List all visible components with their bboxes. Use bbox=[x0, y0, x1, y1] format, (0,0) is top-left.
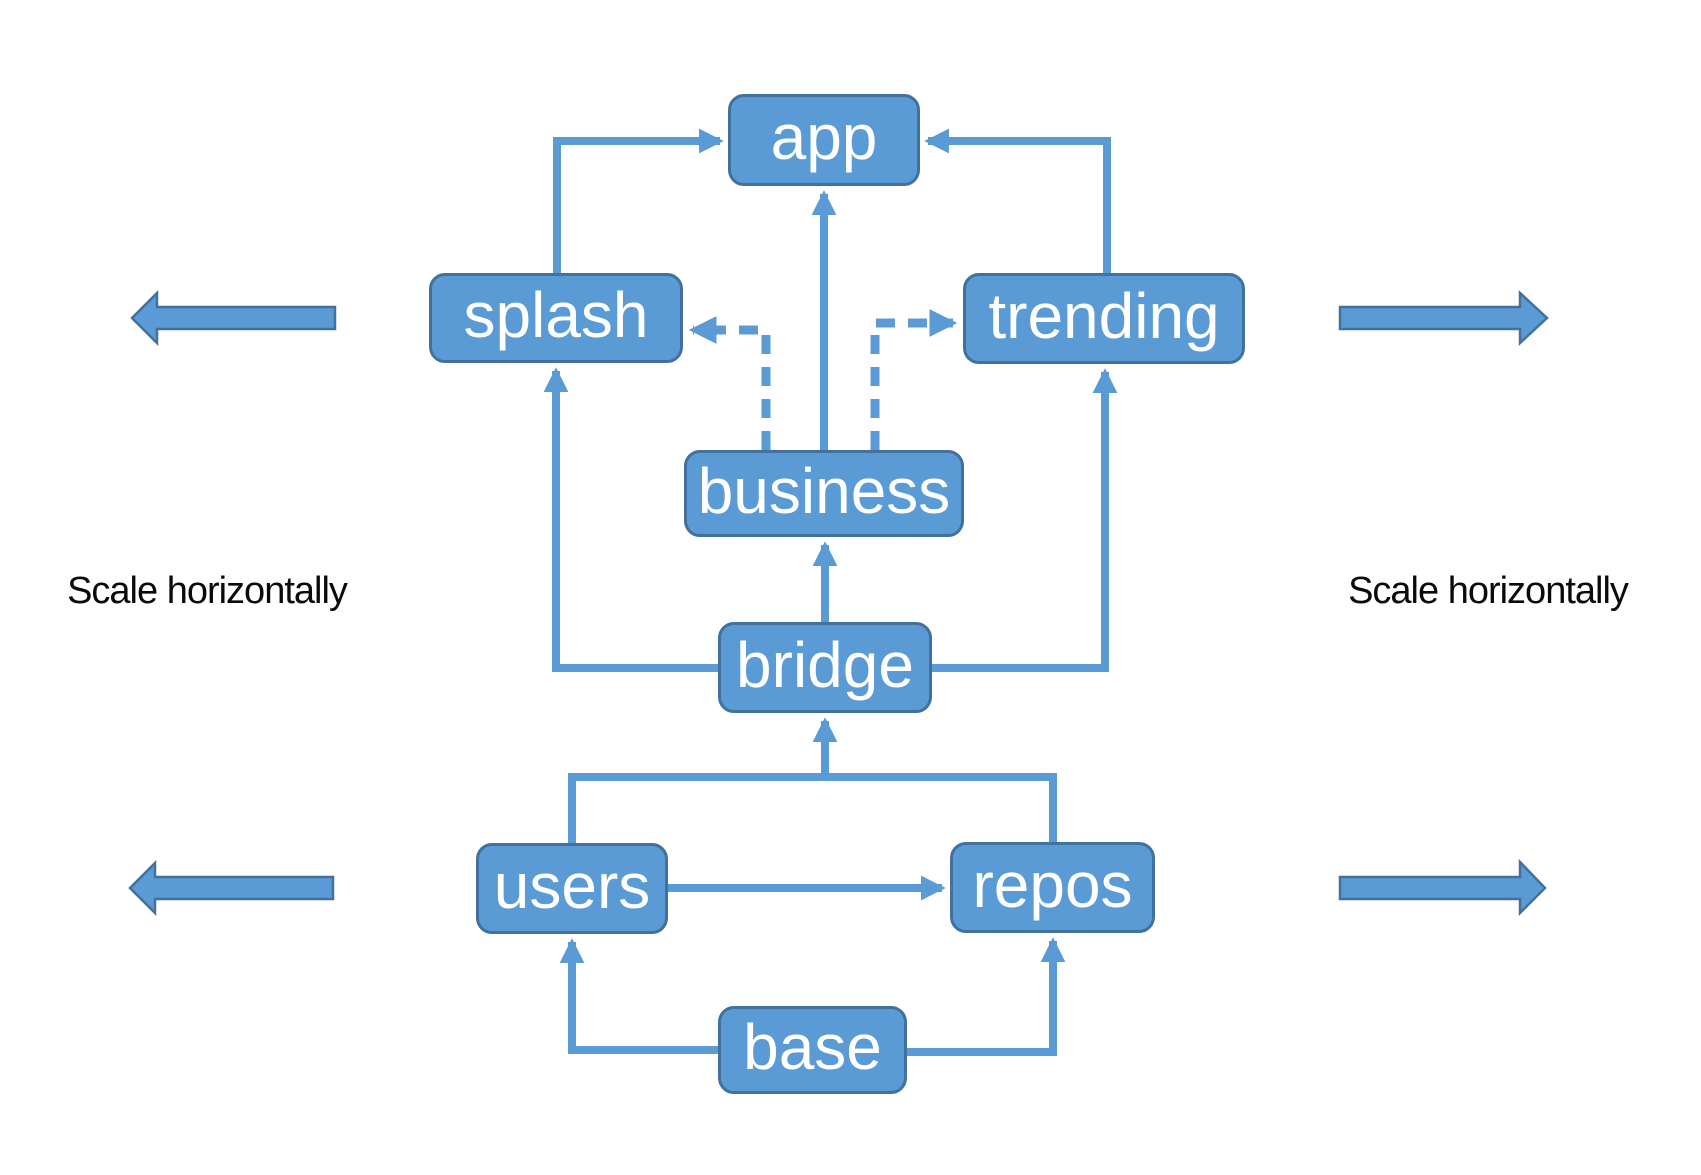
node-base: base bbox=[718, 1006, 907, 1094]
node-users: users bbox=[476, 843, 668, 934]
edge-trending-to-app bbox=[924, 128, 1111, 273]
node-base-label: base bbox=[743, 1011, 882, 1083]
edge-users-repos-trunk bbox=[568, 773, 1057, 843]
edge-splash-to-app bbox=[553, 128, 724, 273]
node-repos: repos bbox=[950, 842, 1155, 933]
node-bridge-label: bridge bbox=[736, 628, 914, 701]
scale-arrow-upper-right-icon bbox=[1338, 290, 1549, 346]
node-bridge: bridge bbox=[718, 622, 932, 713]
edge-bridge-to-splash bbox=[543, 367, 718, 672]
edge-bridge-to-trending bbox=[932, 368, 1118, 672]
scale-arrow-upper-left-icon bbox=[130, 289, 337, 347]
node-app-label: app bbox=[770, 101, 878, 173]
edge-business-to-trending-dashed bbox=[870, 309, 958, 450]
node-repos-label: repos bbox=[972, 848, 1133, 921]
node-business-label: business bbox=[697, 454, 951, 527]
scale-horizontally-label-left: Scale horizontally bbox=[67, 570, 348, 612]
node-trending-label: trending bbox=[988, 279, 1220, 352]
edge-base-to-users bbox=[559, 938, 718, 1054]
node-trending: trending bbox=[963, 273, 1245, 364]
scale-arrow-lower-left-icon bbox=[128, 859, 335, 917]
node-splash-label: splash bbox=[463, 279, 649, 351]
edge-base-to-repos bbox=[907, 937, 1066, 1056]
edge-business-to-splash-dashed bbox=[688, 316, 771, 450]
scale-arrow-lower-right-icon bbox=[1338, 858, 1547, 917]
scale-horizontally-label-right: Scale horizontally bbox=[1348, 570, 1629, 612]
node-splash: splash bbox=[429, 273, 683, 363]
node-business: business bbox=[684, 450, 964, 537]
node-app: app bbox=[728, 94, 920, 186]
node-users-label: users bbox=[493, 849, 651, 922]
